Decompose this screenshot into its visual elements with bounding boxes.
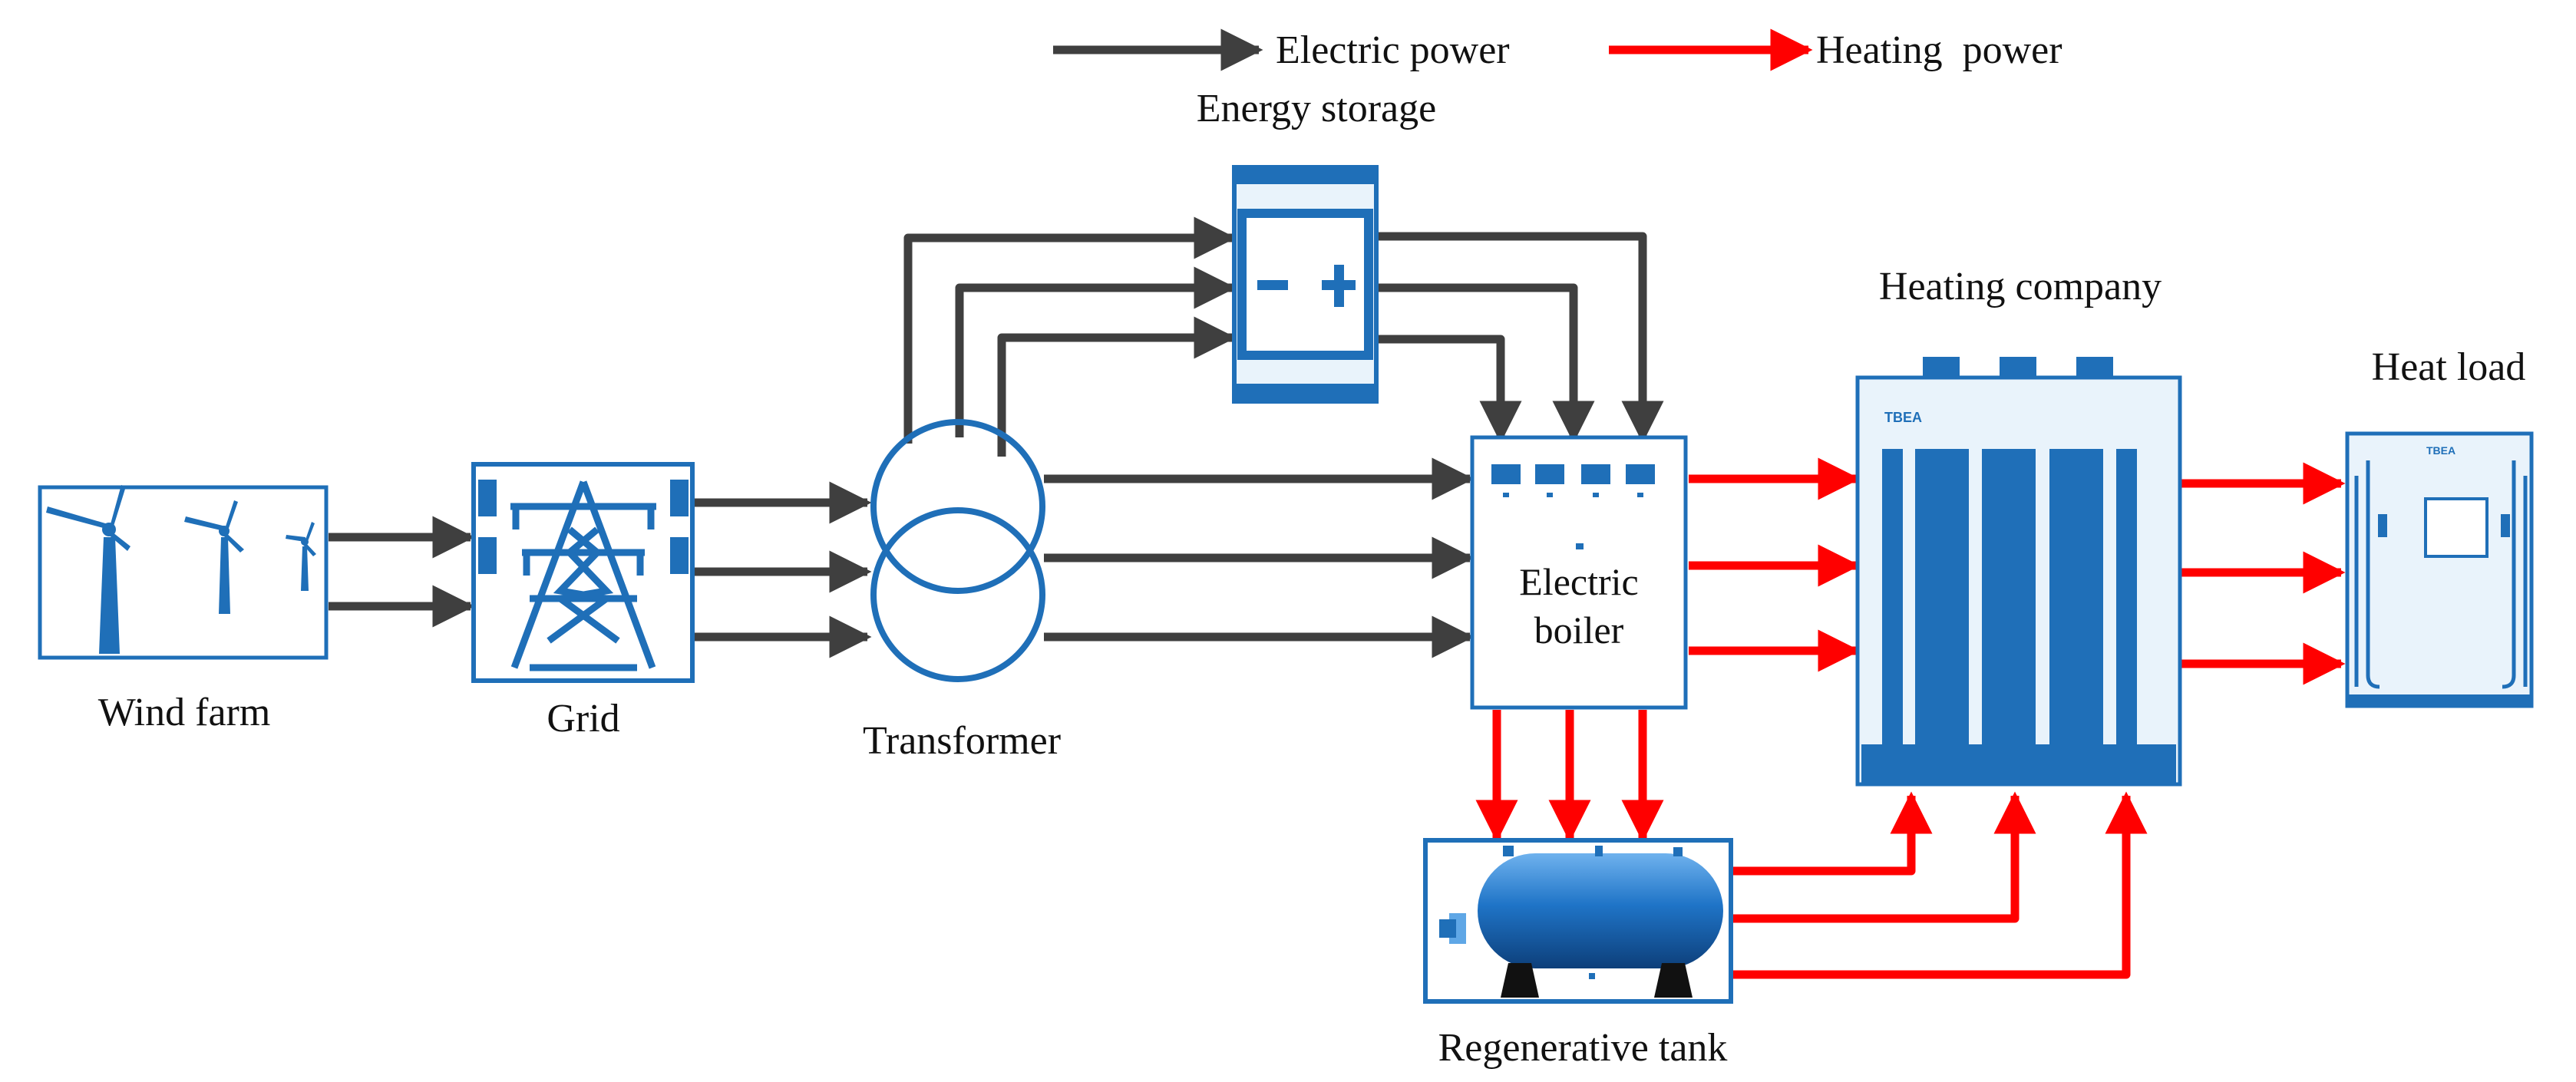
arrow-storage-to-boiler-1 xyxy=(1378,232,1664,444)
transmission-tower-icon xyxy=(510,480,656,671)
wind-turbine-icon xyxy=(184,500,244,614)
transformer-label: Transformer xyxy=(863,719,1061,763)
heat-exchanger-window xyxy=(2424,497,2488,558)
legend: Electric power Heating power xyxy=(1053,28,2062,72)
battery-plus-sign-v xyxy=(1334,265,1344,307)
transformer-secondary-coil xyxy=(870,507,1045,682)
legend-electric-label: Electric power xyxy=(1276,28,1510,72)
wind-turbine-icon xyxy=(46,485,130,654)
heat-exchanger-icon xyxy=(2345,431,2534,708)
regenerative-tank-label: Regenerative tank xyxy=(1438,1026,1728,1070)
heat-exchanger-gauge xyxy=(2378,514,2387,537)
heating-power-arrows xyxy=(1475,457,2346,979)
grid-frame xyxy=(471,462,695,683)
heating-company: TBEA xyxy=(1855,357,2182,787)
heat-exchanger-gauge xyxy=(2501,514,2510,537)
energy-storage-label: Energy storage xyxy=(1197,87,1436,130)
energy-storage-topbar xyxy=(1234,167,1376,184)
energy-storage xyxy=(1232,165,1379,404)
grid-insulator xyxy=(478,480,497,516)
arrow-tank-to-company-3 xyxy=(1733,791,2148,979)
wind-farm xyxy=(38,485,329,660)
radiator-fins xyxy=(1882,449,2137,752)
boiler-indicator-row xyxy=(1491,464,1655,549)
transformer-primary-coil xyxy=(870,419,1045,594)
radiator-base xyxy=(1861,744,2176,784)
arrow-storage-to-boiler-3 xyxy=(1378,335,1522,444)
transformer-icon xyxy=(870,419,1045,682)
radiator-brand: TBEA xyxy=(1884,410,1922,425)
wind-farm-label: Wind farm xyxy=(98,691,271,734)
arrow-tank-to-company-2 xyxy=(1733,791,2036,923)
wind-turbine-icon xyxy=(286,522,316,591)
grid xyxy=(471,462,695,683)
arrow-storage-to-boiler-2 xyxy=(1378,283,1595,444)
regenerative-tank xyxy=(1423,838,1733,1004)
grid-insulator xyxy=(670,537,689,574)
arrow-tank-to-company-1 xyxy=(1733,791,1933,876)
heating-company-label: Heating company xyxy=(1879,265,2162,308)
wind-farm-frame xyxy=(38,485,329,660)
legend-heating-label: Heating power xyxy=(1816,28,2062,72)
heat-exchanger-base xyxy=(2347,694,2531,706)
heat-load: TBEA xyxy=(2345,431,2534,708)
arrow-transformer-to-storage-3 xyxy=(997,316,1237,457)
heat-load-label: Heat load xyxy=(2372,345,2526,389)
storage-tank-icon xyxy=(1439,846,1723,998)
grid-insulator xyxy=(670,480,689,516)
heat-load-brand: TBEA xyxy=(2426,444,2455,457)
arrow-transformer-to-storage-2 xyxy=(955,266,1237,437)
electric-power-arrows xyxy=(329,216,1664,658)
electric-boiler-label-line2: boiler xyxy=(1534,609,1624,652)
energy-storage-bottombar xyxy=(1234,384,1376,401)
electric-boiler: Electric boiler xyxy=(1470,435,1688,710)
battery-minus-sign xyxy=(1257,280,1288,290)
grid-label: Grid xyxy=(547,697,619,741)
grid-insulator xyxy=(478,537,497,574)
arrow-transformer-to-storage-1 xyxy=(903,216,1237,444)
electric-boiler-label-line1: Electric xyxy=(1519,560,1638,603)
heat-exchanger-pipes xyxy=(2354,460,2528,689)
